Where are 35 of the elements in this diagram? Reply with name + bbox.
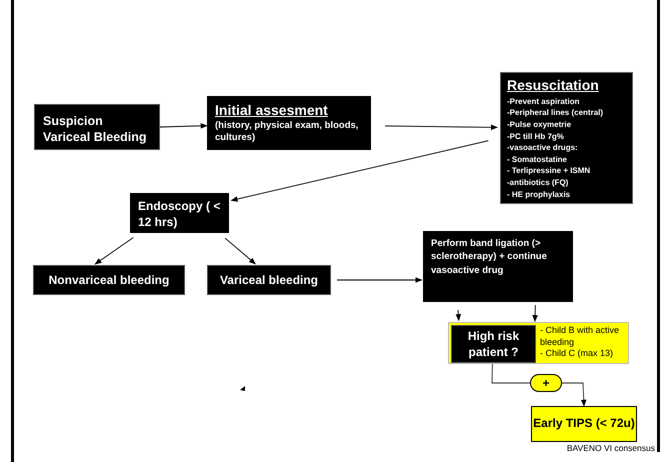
process-box: Endoscopy ( < 12 hrs) (130, 193, 229, 233)
arrow (94, 237, 134, 265)
arrow (224, 238, 256, 264)
criteria-text: - Child C (max 13) (540, 348, 614, 360)
arrow (384, 124, 498, 130)
process-box: Suspicion Variceal Bleeding (34, 104, 160, 150)
list-item: - Terlipressine + ISMN (507, 165, 592, 177)
process-box: Variceal bleeding (207, 265, 331, 295)
arrow (160, 123, 208, 129)
arrow (336, 277, 422, 283)
list-item: -Prevent aspiration (507, 96, 580, 108)
list-item: -vasoactive drugs: (507, 142, 579, 154)
process-box (500, 72, 633, 204)
box-text: (history, physical exam, bloods, cultures) (215, 120, 360, 146)
box-heading: Initial assesment (215, 102, 329, 120)
arrow (230, 140, 489, 202)
highlight-panel (448, 322, 629, 364)
criteria-text: - Child B with active bleeding (540, 325, 620, 348)
arrow (492, 362, 530, 384)
list-item: -PC till Hb 7g% (507, 130, 565, 142)
arrow (456, 310, 462, 322)
arrow (532, 304, 538, 322)
list-item: -antibiotics (FQ) (507, 176, 570, 189)
decision-box: High risk patient ? (451, 325, 536, 363)
box-heading: Resuscitation (507, 77, 600, 94)
list-item: -Peripheral lines (central) (507, 107, 604, 119)
source-note: BAVENO VI consensus (566, 442, 655, 455)
arrow (562, 382, 587, 407)
list-item: -Pulse oxymetrie (507, 118, 572, 131)
process-box (207, 96, 371, 150)
result-box: Early TIPS (< 72u) (531, 406, 637, 442)
list-item: - HE prophylaxis (507, 188, 572, 200)
process-box: Nonvariceal bleeding (33, 265, 185, 295)
process-box: Perform band ligation (> sclerotherapy) + continue vasoactive drug (423, 231, 573, 302)
list-item: - Somatostatine (507, 154, 568, 166)
